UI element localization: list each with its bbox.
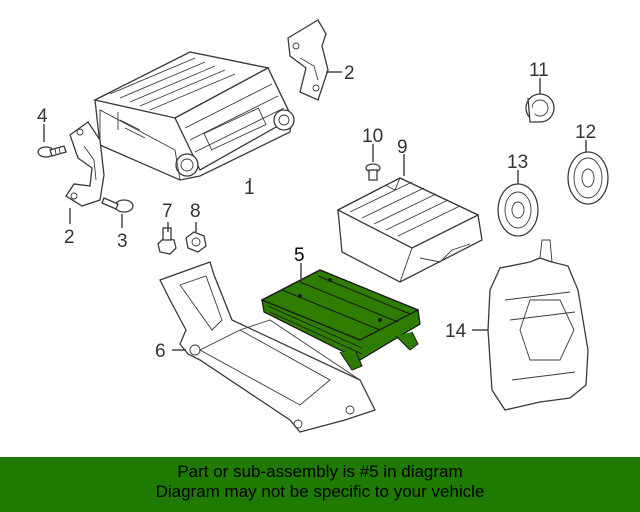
part-screw-10[interactable] — [365, 163, 381, 181]
callout-14: 14 — [445, 321, 467, 342]
part-amplifier-module[interactable] — [260, 269, 421, 371]
callout-7: 7 — [162, 201, 173, 222]
part-screw-4[interactable] — [37, 145, 67, 158]
callout-6: 6 — [155, 341, 166, 362]
part-nut-8[interactable] — [185, 231, 207, 253]
part-bracket-right[interactable] — [287, 19, 329, 101]
part-subwoofer-enclosure[interactable] — [487, 239, 589, 411]
banner-line-part-number: Part or sub-assembly is #5 in diagram — [177, 462, 463, 481]
part-amplifier-cover[interactable] — [336, 177, 483, 283]
callout-1: 1 — [244, 178, 255, 199]
callout-10: 10 — [362, 126, 383, 147]
info-banner: Part or sub-assembly is #5 in diagram Di… — [0, 457, 640, 512]
callout-4: 4 — [37, 106, 48, 127]
part-bolt-7[interactable] — [157, 227, 177, 255]
callout-12: 12 — [575, 122, 596, 143]
callout-2-lower: 2 — [64, 227, 75, 248]
callout-9: 9 — [397, 137, 408, 158]
callout-3: 3 — [117, 231, 128, 252]
callout-11: 11 — [529, 60, 549, 81]
part-screw-3[interactable] — [101, 197, 134, 213]
callout-2-upper: 2 — [344, 63, 355, 84]
callout-13: 13 — [507, 152, 528, 173]
part-tweeter-11[interactable] — [525, 93, 555, 123]
part-bracket-left[interactable] — [65, 121, 105, 207]
parts-diagram: 1 2 2 3 4 5 6 7 8 9 10 11 12 13 14 — [37, 19, 609, 433]
leader-lines — [43, 71, 587, 351]
part-speaker-12[interactable] — [567, 151, 609, 205]
part-speaker-13[interactable] — [497, 183, 539, 237]
callout-8: 8 — [190, 201, 201, 222]
part-mounting-plate[interactable] — [159, 261, 376, 433]
callout-5: 5 — [294, 245, 305, 266]
part-radio-receiver[interactable] — [93, 51, 295, 181]
banner-line-disclaimer: Diagram may not be specific to your vehi… — [155, 482, 485, 501]
